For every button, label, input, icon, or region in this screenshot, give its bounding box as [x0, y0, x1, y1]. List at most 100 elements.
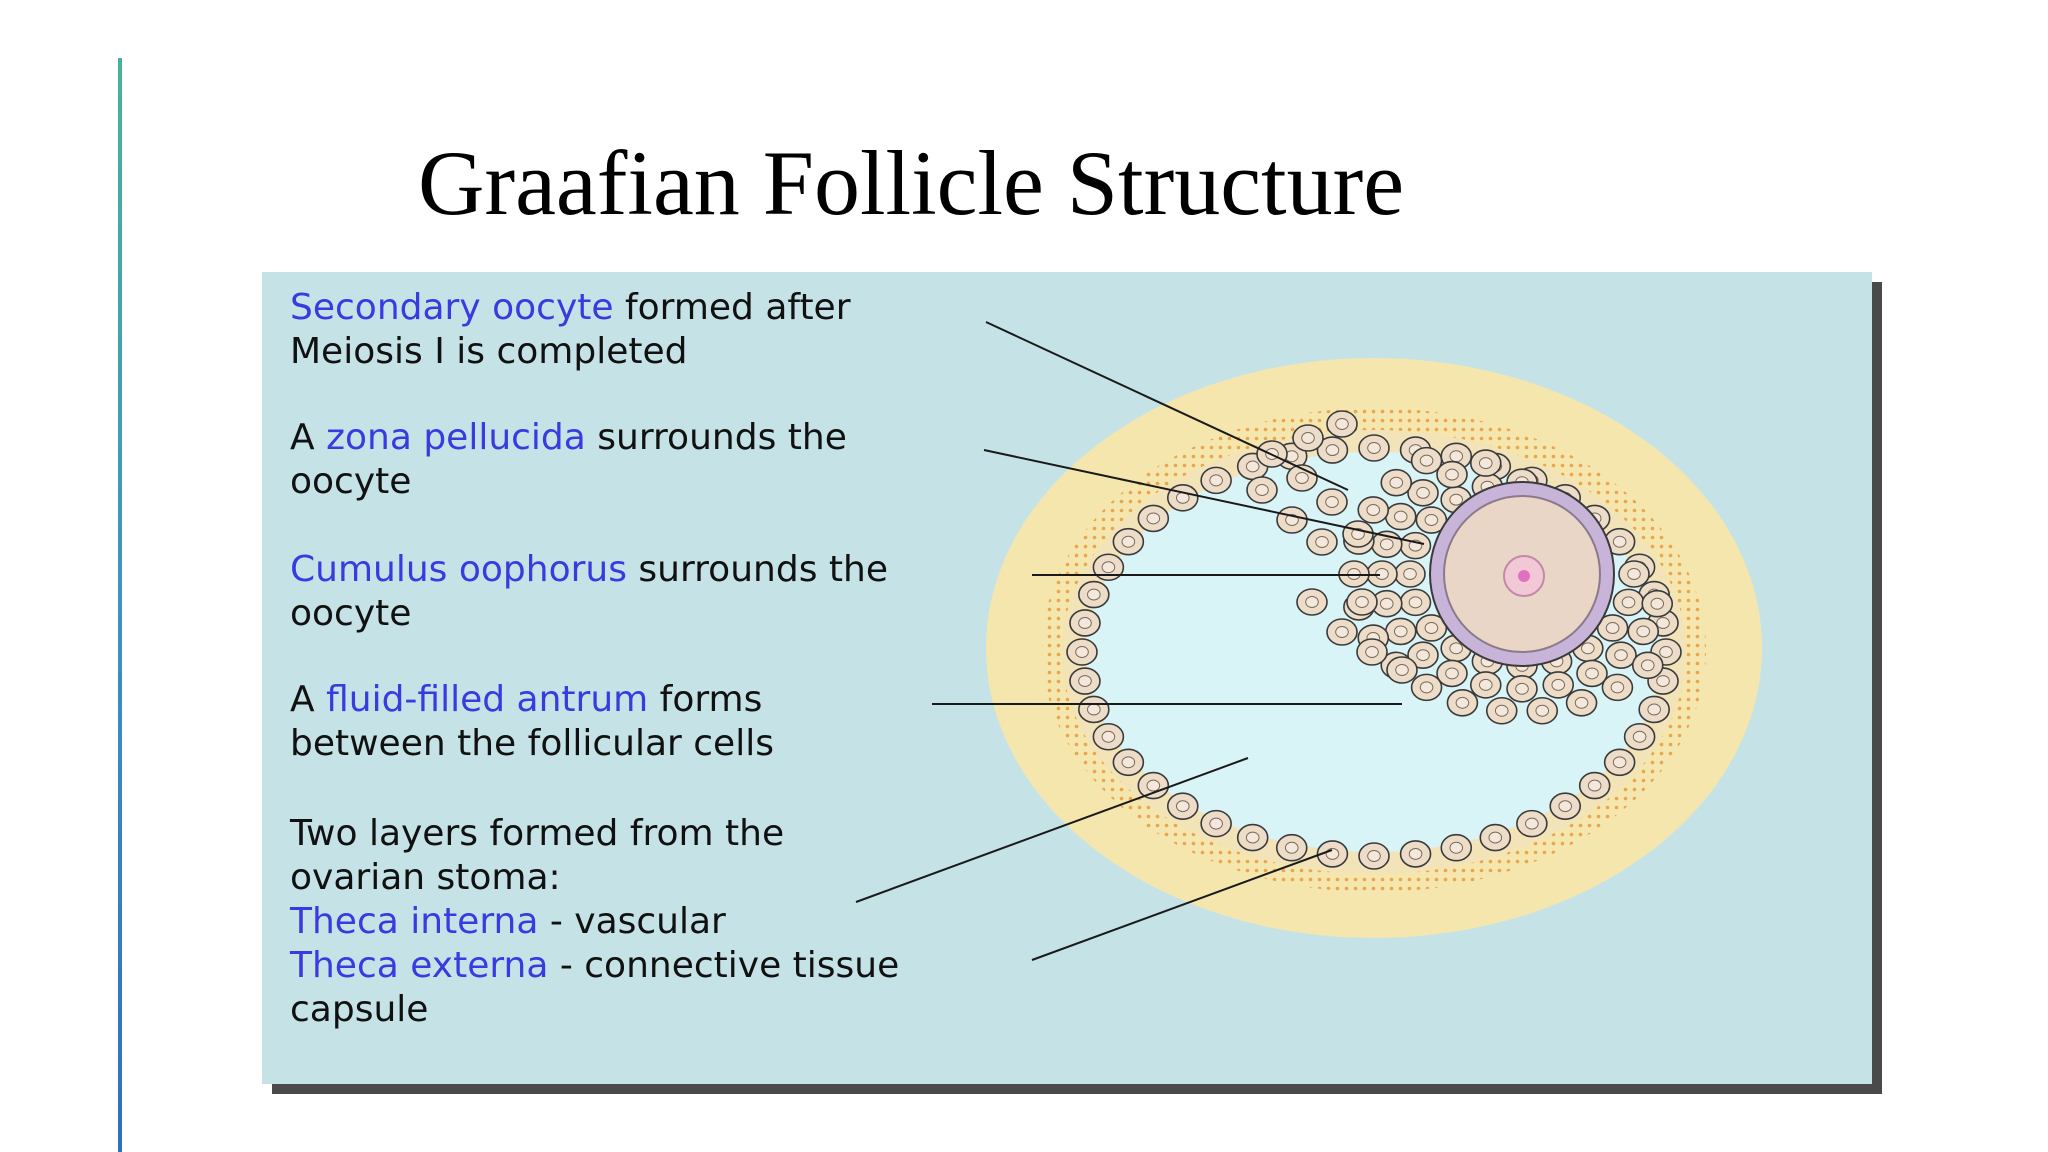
- granulosa-cell: [1399, 588, 1432, 617]
- granulosa-cell: [1506, 674, 1538, 703]
- slide-title: Graafian Follicle Structure: [418, 132, 1405, 234]
- granulosa-cell: [1346, 588, 1378, 616]
- granulosa-cell: [1296, 588, 1328, 616]
- granulosa-cell: [1326, 618, 1358, 646]
- label-prefix: A: [290, 679, 327, 720]
- label-line: A fluid-filled antrum forms: [290, 678, 774, 722]
- label-line: Meiosis I is completed: [290, 331, 688, 372]
- granulosa-cell: [1415, 506, 1448, 534]
- granulosa-cell: [1137, 771, 1170, 800]
- leader-theca-interna: [855, 757, 1249, 903]
- granulosa-cell: [1603, 527, 1636, 556]
- oocyte-nucleolus: [1518, 570, 1530, 582]
- granulosa-cell: [1516, 809, 1548, 838]
- label-line: between the follicular cells: [290, 723, 774, 764]
- leader-lines: [855, 321, 1425, 961]
- granulosa-cell: [1605, 641, 1637, 669]
- granulosa-cell: [1436, 460, 1468, 489]
- label-text: surrounds the: [585, 417, 847, 458]
- granulosa-cell: [1440, 833, 1473, 862]
- granulosa-cell: [1631, 651, 1664, 680]
- granulosa-cell: [1623, 722, 1656, 751]
- granulosa-cell: [1356, 638, 1388, 666]
- granulosa-cell: [1410, 673, 1443, 702]
- granulosa-cell: [1386, 656, 1418, 684]
- label-line: oocyte: [290, 461, 412, 502]
- label-line: Theca externa - connective tissue: [290, 944, 899, 988]
- term-secondary-oocyte: Secondary oocyte: [290, 287, 614, 328]
- granulosa-cell: [1612, 588, 1645, 617]
- granulosa-cell: [1358, 842, 1390, 870]
- label-line: A zona pellucida surrounds the: [290, 416, 847, 460]
- granulosa-cell: [1638, 695, 1670, 724]
- granulosa-cell: [1526, 696, 1559, 725]
- label-line: Cumulus oophorus surrounds the: [290, 548, 888, 592]
- granulosa-cell: [1275, 833, 1308, 862]
- leader-zona-pellucida: [983, 449, 1425, 545]
- granulosa-cell: [1399, 840, 1432, 868]
- granulosa-cell: [1092, 722, 1125, 751]
- granulosa-cell: [1565, 689, 1598, 717]
- granulosa-cell: [1276, 506, 1308, 534]
- granulosa-cell: [1394, 560, 1426, 588]
- label-prefix: A: [290, 417, 327, 458]
- granulosa-cell: [1549, 792, 1582, 820]
- granulosa-cell: [1357, 496, 1390, 524]
- granulosa-cell: [1078, 695, 1110, 724]
- granulosa-cell: [1092, 553, 1125, 582]
- granulosa-cell: [1399, 531, 1432, 560]
- granulosa-cell: [1069, 667, 1101, 695]
- granulosa-cell: [1415, 614, 1448, 642]
- granulosa-cell: [1246, 476, 1278, 504]
- granulosa-cell: [1469, 449, 1502, 477]
- label-text: formed after: [613, 287, 851, 328]
- granulosa-cell: [1078, 580, 1110, 609]
- label-text: forms: [648, 679, 763, 720]
- granulosa-cell: [1342, 520, 1374, 548]
- granulosa-cell: [1112, 527, 1145, 556]
- granulosa-cell: [1137, 504, 1170, 533]
- granulosa-cell: [1384, 617, 1417, 646]
- granulosa-cell: [1200, 466, 1232, 495]
- granulosa-cell: [1316, 488, 1348, 516]
- granulosa-cell: [1066, 638, 1098, 666]
- granulosa-cell: [1436, 659, 1468, 688]
- label-cumulus-oophorus: Cumulus oophorus surrounds the oocyte: [290, 548, 888, 636]
- label-antrum: A fluid-filled antrum forms between the …: [290, 678, 774, 766]
- granulosa-cell: [1200, 809, 1232, 838]
- granulosa-cell: [1485, 696, 1518, 725]
- granulosa-cell: [1479, 823, 1512, 852]
- term-theca-externa: Theca externa: [290, 945, 549, 986]
- granulosa-cell: [1407, 641, 1439, 669]
- label-theca-layers: Two layers formed from the ovarian stoma…: [290, 812, 899, 1032]
- granulosa-cell: [1236, 823, 1269, 852]
- granulosa-cell: [1358, 434, 1390, 462]
- granulosa-cell: [1446, 689, 1479, 717]
- leader-theca-externa: [1031, 849, 1333, 961]
- label-secondary-oocyte: Secondary oocyte formed after Meiosis I …: [290, 286, 851, 374]
- label-line: Theca interna - vascular: [290, 900, 899, 944]
- granulosa-cell: [1112, 748, 1145, 777]
- granulosa-cell: [1166, 792, 1199, 820]
- granulosa-cell: [1603, 748, 1636, 777]
- term-zona-pellucida: zona pellucida: [326, 417, 586, 458]
- label-line: Two layers formed from the: [290, 813, 785, 854]
- label-line: capsule: [290, 989, 429, 1030]
- granulosa-cell: [1306, 528, 1338, 556]
- granulosa-cell: [1578, 771, 1611, 800]
- granulosa-cell: [1618, 560, 1650, 588]
- label-text: - connective tissue: [548, 945, 900, 986]
- label-text: surrounds the: [626, 549, 888, 590]
- granulosa-cell: [1627, 617, 1660, 646]
- granulosa-cell: [1469, 671, 1502, 699]
- label-line: oocyte: [290, 593, 412, 634]
- follicle-diagram: [855, 321, 1762, 961]
- granulosa-cell: [1316, 840, 1349, 868]
- granulosa-cell: [1576, 659, 1608, 688]
- diagram-panel: Secondary oocyte formed after Meiosis I …: [262, 272, 1872, 1084]
- term-theca-interna: Theca interna: [290, 901, 539, 942]
- term-cumulus-oophorus: Cumulus oophorus: [290, 549, 627, 590]
- oocyte-group: [1429, 481, 1615, 667]
- granulosa-cell: [1069, 609, 1101, 637]
- granulosa-cell: [1542, 671, 1575, 699]
